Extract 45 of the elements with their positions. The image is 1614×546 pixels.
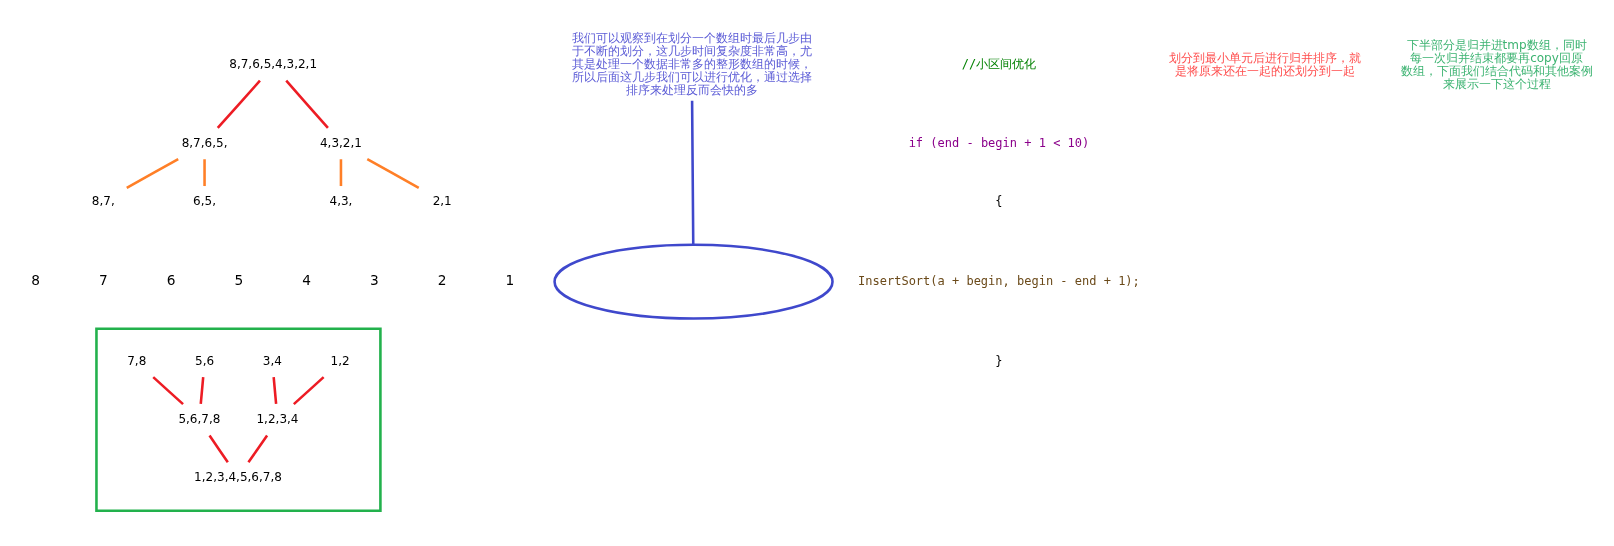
node-text: 8,7,6,5,4,3,2,1 <box>229 56 318 71</box>
connector <box>247 434 269 463</box>
connector <box>339 158 343 186</box>
node-text: 8,7, <box>91 193 115 208</box>
label: 5 <box>234 271 244 288</box>
node-ellipse <box>553 242 834 320</box>
label: 7 <box>98 271 108 288</box>
connector <box>152 375 184 405</box>
connector <box>216 79 261 129</box>
label: //小区间优化 <box>961 56 1037 71</box>
label: 2 <box>437 271 447 288</box>
label: if (end - begin + 1 < 10) <box>908 135 1090 150</box>
connector <box>366 157 420 189</box>
connector <box>203 158 206 186</box>
node-text: 6,5, <box>193 193 216 208</box>
connector <box>126 157 179 189</box>
node-text: 1,2,3,4,5,6,7,8 <box>194 469 282 484</box>
label: 下半部分是归并进tmp数组，同时每一次归并结束都要再copy回原数组，下面我们结合代码和其他案例来展示一下这个过程 <box>1400 37 1593 91</box>
node-text: 1,2,3,4 <box>256 411 299 426</box>
label: 6 <box>166 271 176 288</box>
node-text: 2,1 <box>432 193 452 208</box>
connector <box>208 434 229 463</box>
node-text: 5,6,7,8 <box>178 411 221 426</box>
node-text: 4,3,2,1 <box>319 135 362 150</box>
label: } <box>995 353 1003 368</box>
connector <box>199 376 205 404</box>
label: 8 <box>31 271 40 288</box>
connector <box>292 375 325 405</box>
label: 3 <box>370 271 379 288</box>
node-text: 3,4 <box>262 353 282 368</box>
node-text: 7,8 <box>127 353 147 368</box>
connector <box>690 100 695 245</box>
label: 划分到最小单元后进行归并排序，就是将原来还在一起的还划分到一起 <box>1168 50 1361 78</box>
label: InsertSort(a + begin, begin - end + 1); <box>858 273 1140 288</box>
label: { <box>995 193 1003 208</box>
cluster <box>95 327 382 512</box>
connector <box>272 376 278 404</box>
label: 1 <box>505 271 515 288</box>
connector <box>285 79 329 129</box>
node-text: 我们可以观察到在划分一个数组时最后几步由于不断的划分，这几步时间复杂度非常高，尤其是处理一个数据非常多的整形数组的时候，所以后面这几步我们可以进行优化，通过选择排序来处理反而会快的多 <box>571 30 812 97</box>
label: 4 <box>302 271 312 288</box>
node-text: 8,7,6,5, <box>181 135 228 150</box>
node-text: 4,3, <box>329 193 353 208</box>
node-text: 1,2 <box>330 353 350 368</box>
node-text: 5,6 <box>195 353 215 368</box>
